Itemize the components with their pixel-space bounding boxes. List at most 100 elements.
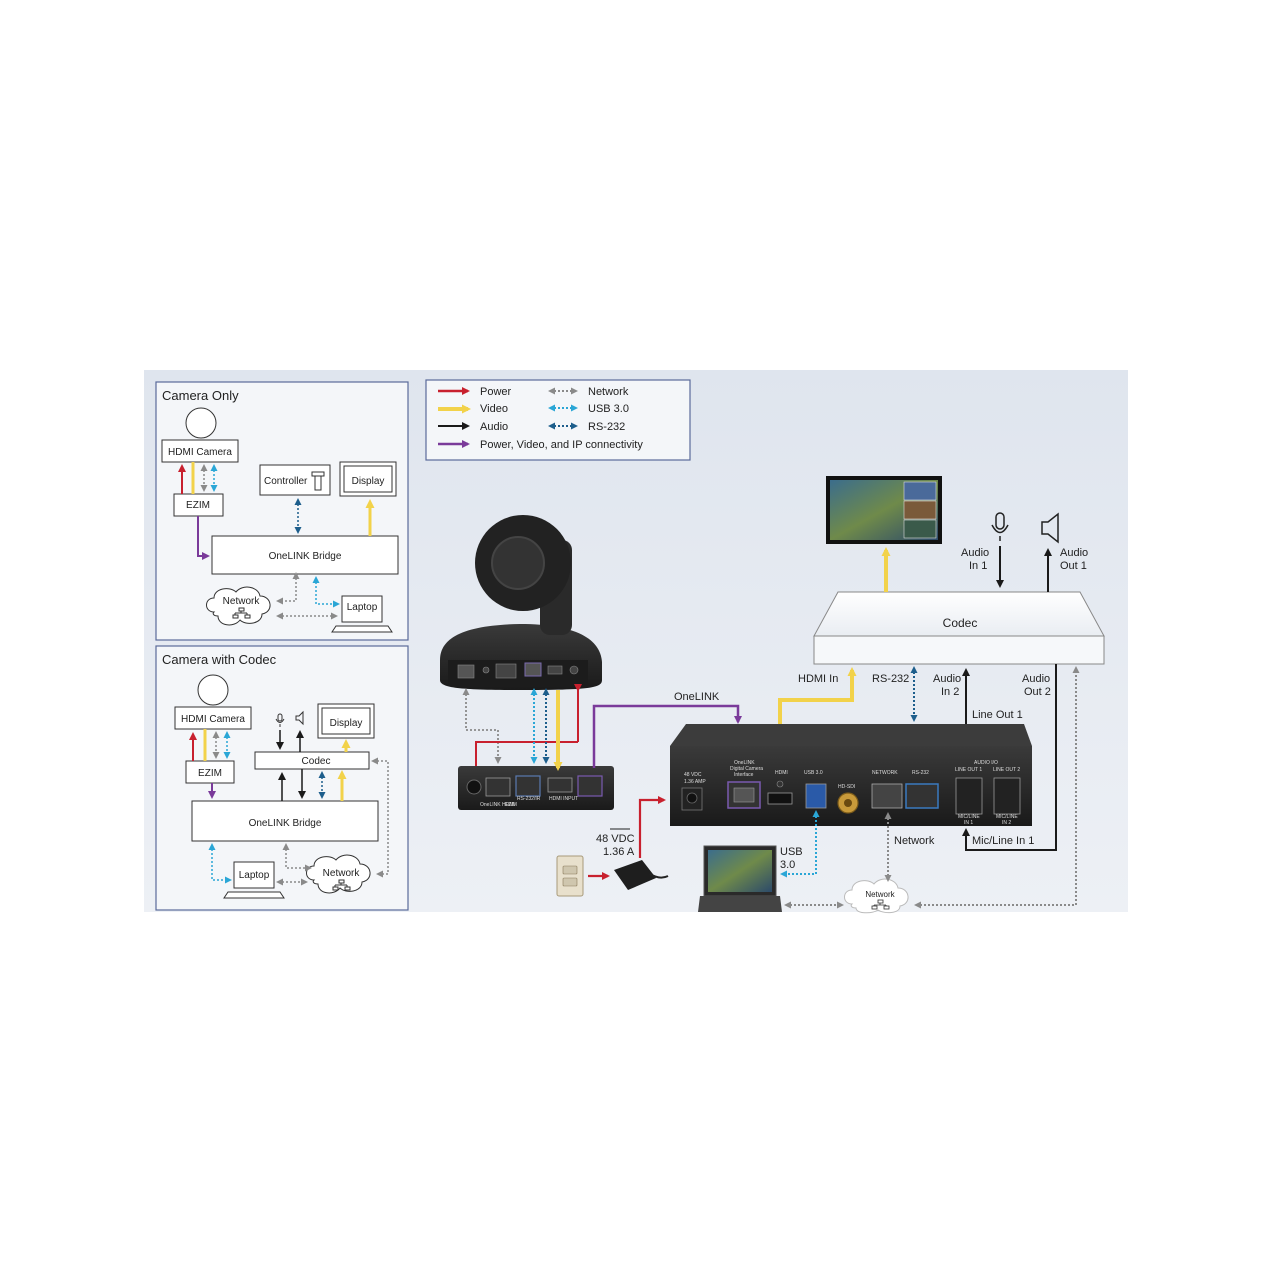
legend-audio-label: Audio xyxy=(480,421,508,433)
legend-video-label: Video xyxy=(480,403,508,415)
p2-laptop-label: Laptop xyxy=(239,870,270,881)
p1-bridge-laptop-usb-link xyxy=(312,576,340,608)
panel-camera-with-codec: Camera with Codec HDMI Camera EZIM Codec… xyxy=(155,645,409,911)
wall-outlet xyxy=(556,855,584,897)
ezim-port-3 xyxy=(547,777,573,793)
codec-device: Codec xyxy=(813,591,1105,665)
ptz-camera-port-2 xyxy=(482,666,490,674)
bridge-audio-io-label: AUDIO I/O xyxy=(974,760,998,766)
bridge-vdc-label-1: 48 VDC xyxy=(684,772,702,778)
line-out-1-label: Line Out 1 xyxy=(972,709,1023,721)
p2-ezim-label: EZIM xyxy=(198,768,222,779)
audio-out-2-label-2: Out 2 xyxy=(1024,686,1051,698)
codec-label: Codec xyxy=(943,616,978,630)
legend-pvip-label: Power, Video, and IP connectivity xyxy=(480,439,643,451)
laptop-screen xyxy=(708,850,772,892)
p1-bridge-label: OneLINK Bridge xyxy=(269,551,342,562)
bridge-mic-line-2-label-2: IN 2 xyxy=(1002,820,1011,826)
display-inset-1 xyxy=(903,481,937,501)
p2-hdmi-camera-label: HDMI Camera xyxy=(181,714,245,725)
p2-display-label: Display xyxy=(330,718,363,729)
ezim-port-2 xyxy=(515,775,541,797)
bridge-line-out-2-label: LINE OUT 2 xyxy=(993,767,1020,773)
bridge-hdmi-led xyxy=(776,780,784,788)
panel-camera-only-title: Camera Only xyxy=(162,388,239,403)
display-inset-2 xyxy=(903,500,937,520)
p2-laptop-screen xyxy=(233,861,275,889)
network-icon xyxy=(871,899,890,910)
onelink-link xyxy=(592,704,742,768)
power-adapter xyxy=(614,860,669,890)
cam-ezim-network-link-2 xyxy=(466,729,502,764)
p2-codec-label: Codec xyxy=(302,756,331,767)
audio-out-1-label-2: Out 1 xyxy=(1060,560,1087,572)
bridge-rs232-label: RS-232 xyxy=(912,770,929,776)
onelink-bridge-device: 48 VDC 1.36 AMP OneLINK Digital Camera I… xyxy=(670,724,1032,826)
bridge-line-out-1-label: LINE OUT 1 xyxy=(955,767,982,773)
legend: Power Video Audio Power, Video, and IP c… xyxy=(425,379,691,461)
panel-camera-only: Camera Only HDMI Camera EZIM Controller … xyxy=(155,381,409,641)
ezim-label-onelink-hdmi: OneLINK HDMI xyxy=(480,802,515,808)
p1-ezim-bridge-link xyxy=(197,516,210,560)
p1-laptop-label: Laptop xyxy=(347,602,378,613)
p2-display-screen xyxy=(321,707,371,735)
bridge-top-face xyxy=(670,724,1032,746)
bridge-onelink-label-1: OneLINK xyxy=(734,760,755,766)
bridge-hdsdi-center xyxy=(844,799,852,807)
p1-hdmi-camera-label: HDMI Camera xyxy=(168,447,232,458)
codec-network-link xyxy=(914,666,1080,909)
p2-network-label: Network xyxy=(323,868,361,879)
network-icon xyxy=(332,879,351,891)
ezim-device: OneLINK HDMI EZIM RS-232/IR HDMI INPUT xyxy=(458,766,614,810)
ezim-port-4 xyxy=(577,775,603,797)
display-inset-3 xyxy=(903,519,937,539)
power-supply-label-1: 48 VDC xyxy=(596,833,635,845)
ptz-camera-port-1 xyxy=(457,664,475,679)
onelink-label: OneLINK xyxy=(674,691,720,703)
ezim-label-rs232: RS-232/IR xyxy=(517,796,541,802)
audio-in-1-label-1: Audio xyxy=(961,547,989,559)
audio-out-2-label-1: Audio xyxy=(1022,673,1050,685)
audio-in-2-label-2: In 2 xyxy=(941,686,959,698)
legend-power-label: Power xyxy=(480,386,512,398)
bridge-vdc-label-2: 1.36 AMP xyxy=(684,779,706,785)
bridge-hdmi-port xyxy=(767,792,793,805)
bridge-dc-jack-hole xyxy=(686,792,698,804)
panel-camera-with-codec-title: Camera with Codec xyxy=(162,652,277,667)
bridge-onelink-label-2: Digital Camera xyxy=(730,766,763,772)
speaker-icon xyxy=(1041,512,1059,544)
audio-in-2-label-1: Audio xyxy=(933,673,961,685)
ezim-dc-jack xyxy=(466,779,482,795)
bridge-usb-port xyxy=(805,783,827,809)
p1-controller-label: Controller xyxy=(264,476,308,487)
display-monitor xyxy=(826,476,942,544)
p1-display-box xyxy=(339,461,397,497)
bridge-usb-label: USB 3.0 xyxy=(804,770,823,776)
bridge-hdmi-label: HDMI xyxy=(775,770,788,776)
network-icon xyxy=(232,607,251,619)
audio-out-1-label-1: Audio xyxy=(1060,547,1088,559)
p2-hdmi-camera-box xyxy=(174,706,252,730)
bridge-network-port xyxy=(871,783,903,809)
ptz-camera-port-3 xyxy=(495,663,517,679)
ptz-camera-port-6 xyxy=(569,665,579,675)
bridge-hdsdi-label: HD-SDI xyxy=(838,784,855,790)
ezim-label-hdmi-input: HDMI INPUT xyxy=(549,796,578,802)
bridge-terminal-2 xyxy=(993,777,1021,815)
laptop-base xyxy=(698,896,782,912)
p1-network-label: Network xyxy=(223,596,261,607)
p2-network-cloud: Network xyxy=(306,854,371,894)
speaker-icon xyxy=(295,710,304,726)
codec-front-face xyxy=(813,635,1105,665)
bridge-onelink-port-inner xyxy=(733,787,755,803)
joystick-icon xyxy=(311,471,325,491)
mic-line-in-1-label: Mic/Line In 1 xyxy=(972,835,1034,847)
audio-in-1-label-2: In 1 xyxy=(969,560,987,572)
ezim-port-1 xyxy=(485,777,511,797)
p1-display-screen xyxy=(343,465,393,493)
microphone-icon xyxy=(275,713,285,727)
laptop xyxy=(698,845,782,912)
p1-hdmi-camera-box xyxy=(161,439,239,463)
